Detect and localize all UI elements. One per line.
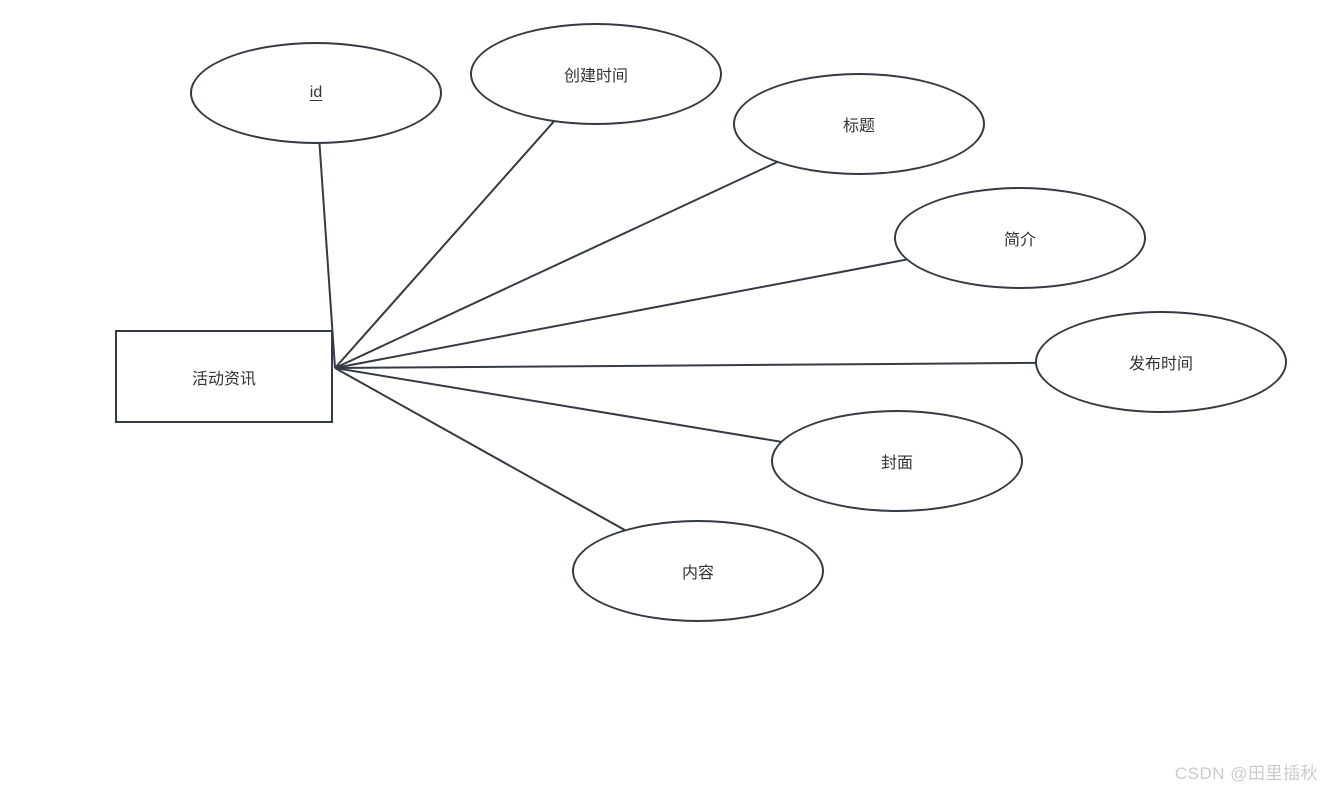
attribute-cover[interactable]: 封面 [771, 410, 1023, 512]
connector-entity-publish [334, 361, 1162, 369]
attribute-id[interactable]: id [190, 42, 442, 144]
attribute-label: 封面 [880, 455, 913, 472]
attribute-label: 内容 [681, 565, 714, 582]
attribute-publish-time[interactable]: 发布时间 [1035, 311, 1287, 413]
entity-label: 活动资讯 [191, 370, 256, 388]
attribute-label: 简介 [1003, 232, 1036, 249]
attribute-label: 标题 [842, 118, 875, 135]
attribute-created-time[interactable]: 创建时间 [470, 23, 722, 125]
csdn-watermark: CSDN @田里插秋 [1174, 764, 1318, 783]
entity-activity-news[interactable]: 活动资讯 [115, 330, 333, 423]
attribute-title[interactable]: 标题 [733, 73, 985, 175]
attribute-label: 创建时间 [563, 68, 628, 85]
attribute-label: 发布时间 [1128, 356, 1193, 373]
connector-entity-created [334, 73, 597, 369]
attribute-content[interactable]: 内容 [572, 520, 824, 622]
attribute-label: id [309, 84, 323, 101]
attribute-brief[interactable]: 简介 [894, 187, 1146, 289]
connector-entity-title [334, 123, 860, 369]
